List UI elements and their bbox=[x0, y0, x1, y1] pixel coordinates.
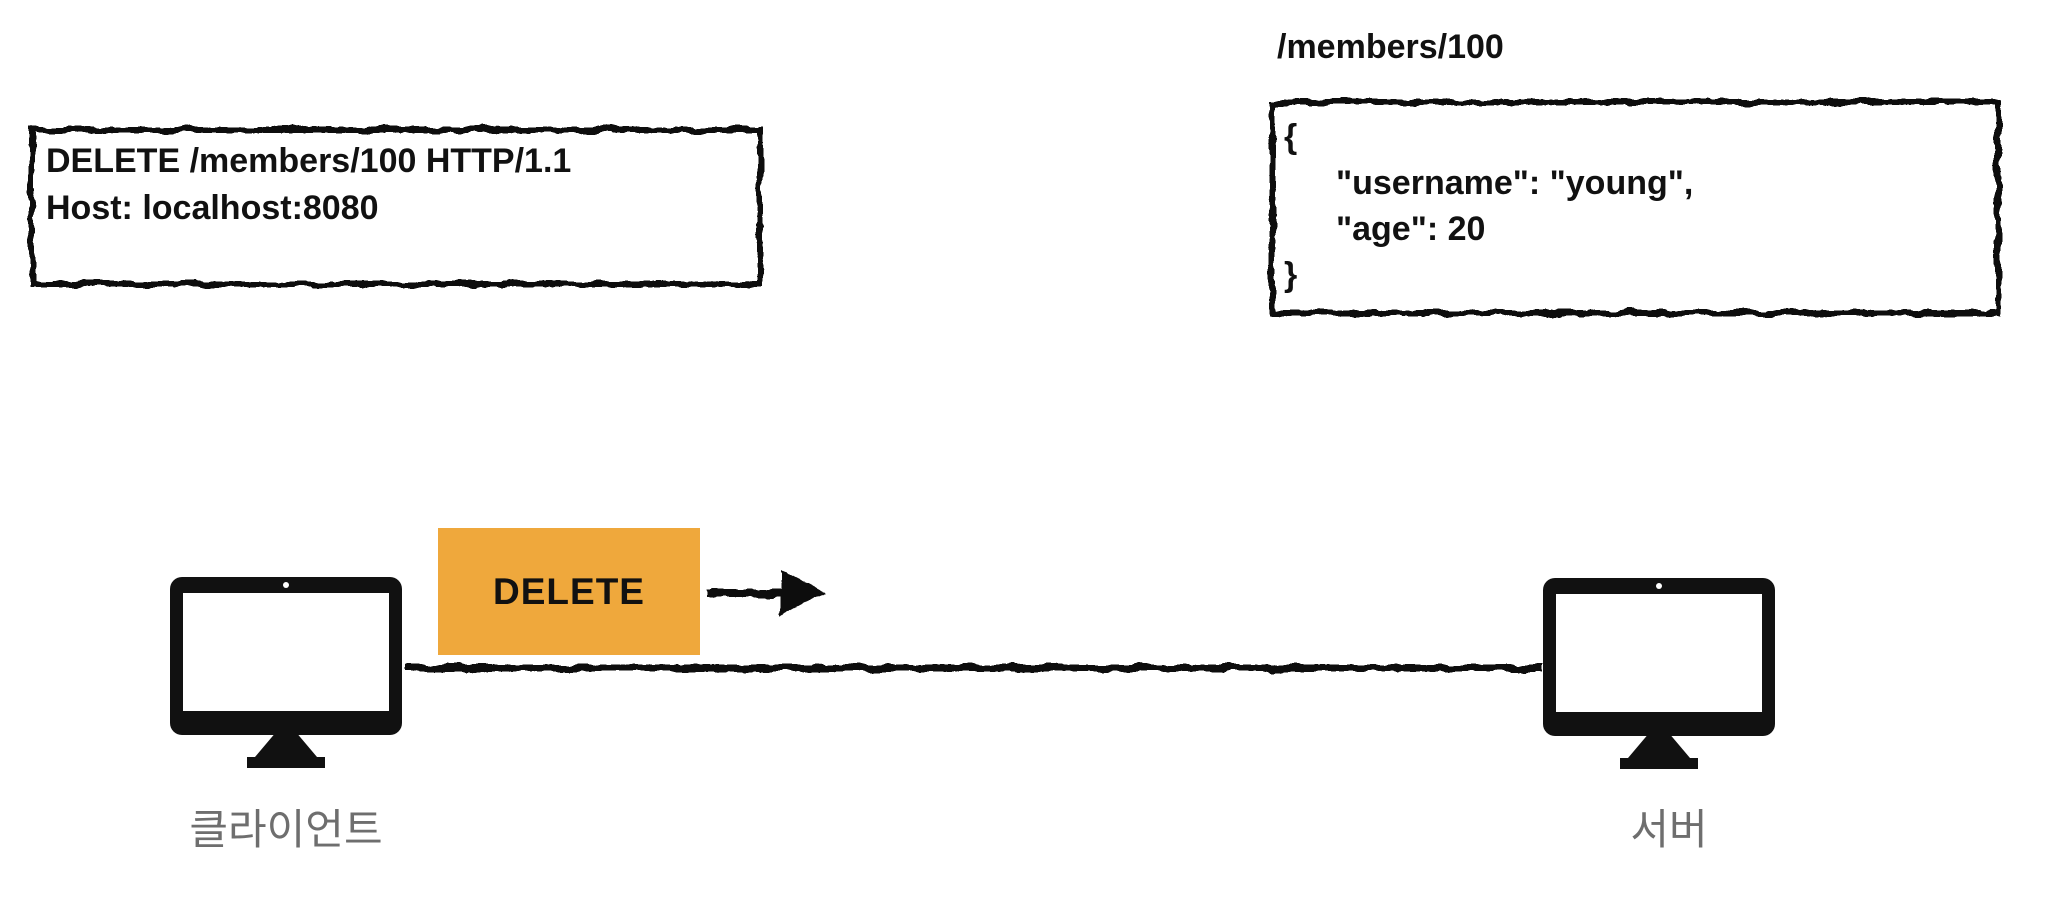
json-line-age: "age": 20 bbox=[1336, 210, 1486, 248]
json-line-open-brace: { bbox=[1284, 118, 1298, 156]
server-label: 서버 bbox=[1630, 806, 1708, 853]
monitor-stand bbox=[255, 735, 317, 757]
client-screen bbox=[183, 593, 389, 711]
method-label: DELETE bbox=[493, 570, 645, 612]
camera-dot bbox=[283, 582, 289, 588]
json-line-close-brace: } bbox=[1284, 256, 1298, 294]
request-start-line: DELETE /members/100 HTTP/1.1 bbox=[46, 142, 572, 180]
arrow-head-icon bbox=[781, 569, 825, 617]
resource-box-border bbox=[1269, 99, 2001, 316]
client-computer-icon bbox=[170, 577, 402, 768]
http-request-box: DELETE /members/100 HTTP/1.1 Host: local… bbox=[46, 138, 571, 232]
client-label: 클라이언트 bbox=[189, 806, 383, 853]
monitor-base bbox=[1620, 758, 1698, 769]
monitor-stand bbox=[1628, 736, 1690, 758]
json-line-username: "username": "young", bbox=[1336, 164, 1694, 202]
method-box: DELETE bbox=[438, 528, 700, 655]
monitor-base bbox=[247, 757, 325, 768]
camera-dot bbox=[1656, 583, 1662, 589]
request-box-border bbox=[29, 127, 763, 287]
request-host-line: Host: localhost:8080 bbox=[46, 189, 379, 227]
resource-json-box: { "username": "young", "age": 20 } bbox=[1284, 114, 1693, 298]
server-screen bbox=[1556, 594, 1762, 712]
server-computer-icon bbox=[1543, 578, 1775, 769]
resource-path-label: /members/100 bbox=[1277, 28, 1504, 66]
